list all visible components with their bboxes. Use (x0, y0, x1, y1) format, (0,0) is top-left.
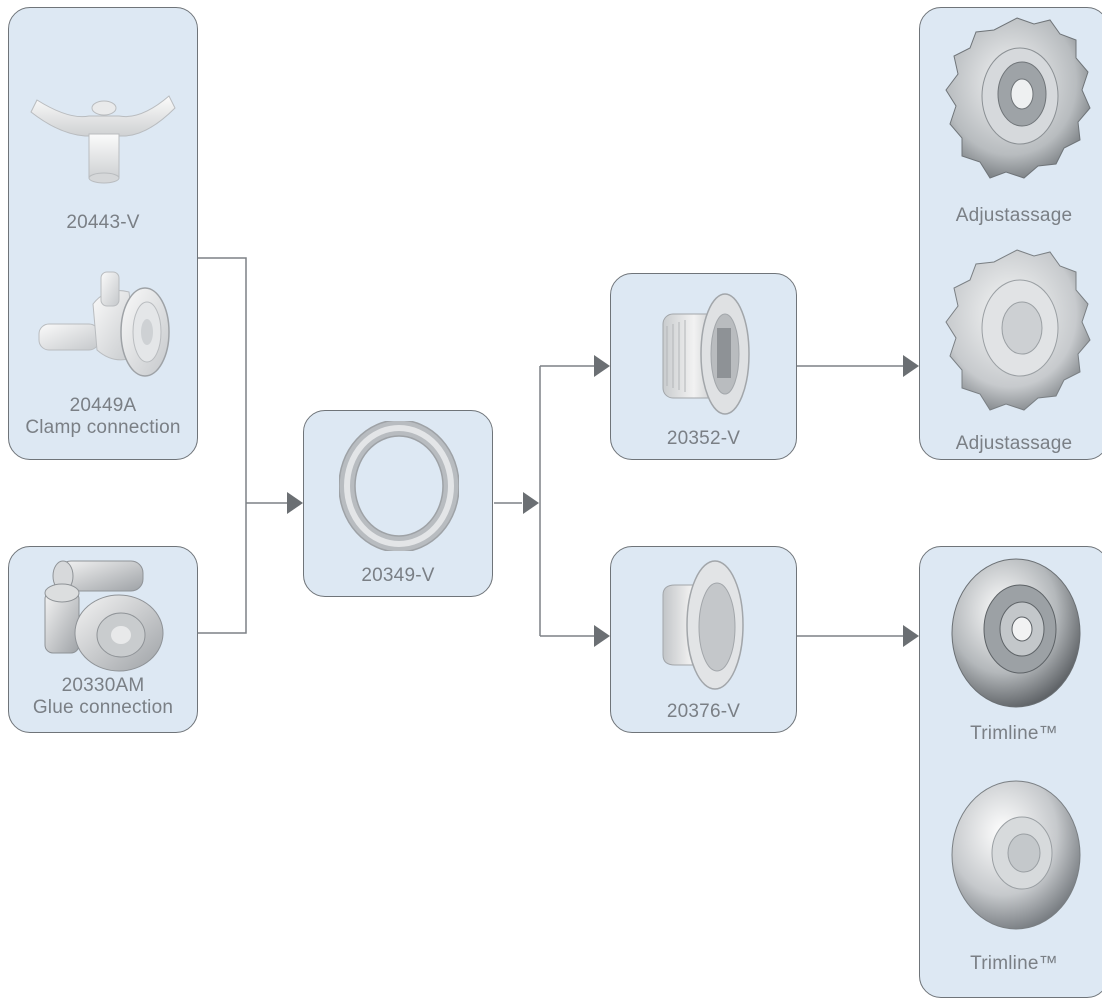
box-trimline: Trimline™ Trimline™ (919, 546, 1102, 998)
arrow-head-adjustassage (903, 355, 919, 377)
box-jet-body-clamp: 20443-V 20449A Clamp connection (8, 7, 198, 460)
arrow-head-20376v (594, 625, 610, 647)
part-label: 20443-V (66, 212, 140, 233)
trimline-faceplate-image (951, 558, 1081, 708)
box-wall-fitting-b: 20376-V (610, 546, 797, 733)
gasket-ring-image (339, 421, 459, 551)
part-label: Trimline™ (970, 953, 1058, 974)
tee-fitting-image (30, 95, 176, 184)
trimline-faceplate-image (951, 780, 1081, 930)
part-label: Trimline™ (970, 723, 1058, 744)
box-gasket: 20349-V (303, 410, 493, 597)
jet-body-glue-image (44, 560, 164, 672)
part-sublabel: Clamp connection (25, 417, 181, 438)
part-label: Adjustassage (955, 205, 1073, 226)
jet-body-clamp-image (38, 271, 170, 377)
part-label: 20376-V (666, 701, 741, 722)
part-label: Adjustassage (955, 433, 1073, 454)
wall-fitting-smooth-image (662, 560, 744, 690)
box-jet-body-glue: 20330AM Glue connection (8, 546, 198, 733)
box-wall-fitting-a: 20352-V (610, 273, 797, 460)
adjustassage-faceplate-image (945, 17, 1091, 179)
part-label: 20352-V (666, 428, 741, 449)
arrow-head-trimline (903, 625, 919, 647)
part-label: 20349-V (361, 565, 435, 586)
arrow-head-20352v (594, 355, 610, 377)
part-label: 20449A (69, 395, 137, 416)
merge-line-left (198, 257, 247, 634)
part-sublabel: Glue connection (32, 697, 174, 718)
arrow-head-20349v (287, 492, 303, 514)
box-adjustassage: Adjustassage Adjustassage (919, 7, 1102, 460)
part-label: 20330AM (61, 675, 145, 696)
wall-fitting-threaded-image (662, 293, 750, 415)
adjustassage-faceplate-image (945, 249, 1091, 411)
arrow-head-split (523, 492, 539, 514)
